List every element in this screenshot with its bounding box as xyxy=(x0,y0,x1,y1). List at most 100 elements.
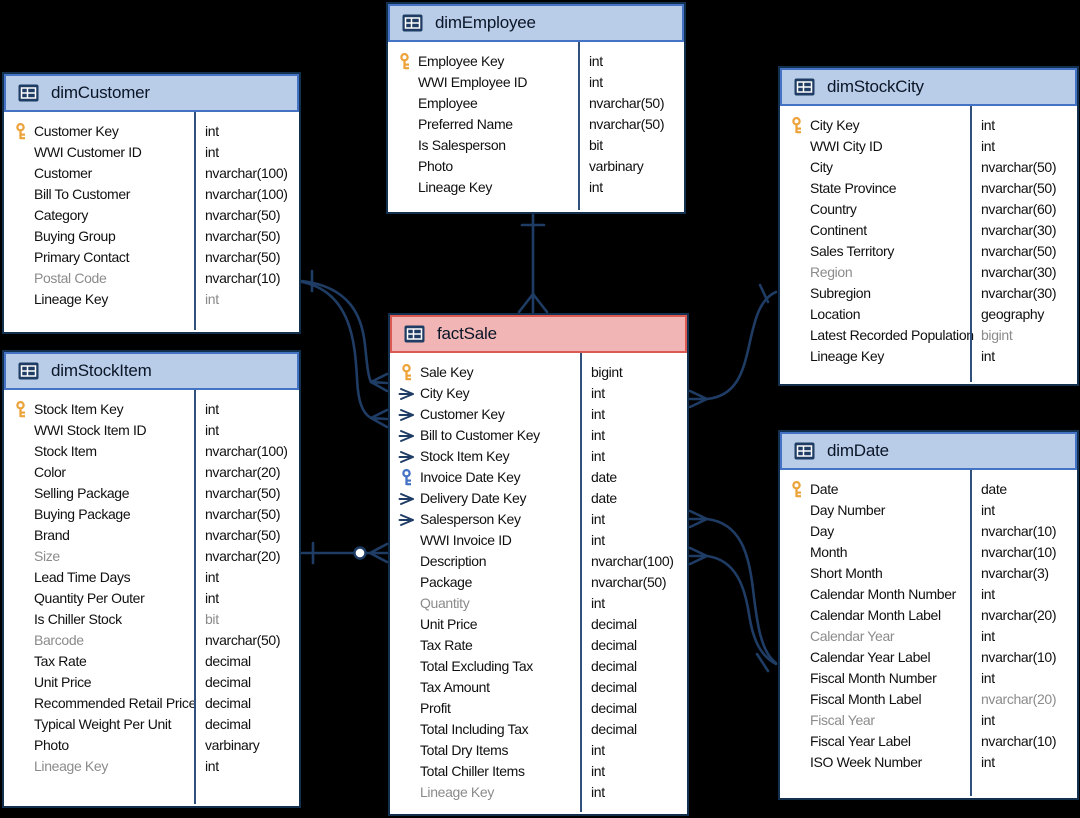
relationship-dimCustomer-factSale-bill-to-customer[interactable] xyxy=(300,280,389,429)
table-header[interactable]: dimEmployee xyxy=(388,4,684,42)
table-header[interactable]: factSale xyxy=(390,315,687,353)
relationship-dimStockItem-factSale[interactable] xyxy=(300,541,389,565)
table-header[interactable]: dimDate xyxy=(780,432,1077,470)
relationship-dimDate-factSale-invoice[interactable] xyxy=(688,509,778,665)
table-header[interactable]: dimStockCity xyxy=(780,68,1077,106)
relationship-dimStockCity-factSale[interactable] xyxy=(688,283,778,409)
relationship-dimDate-factSale-delivery[interactable] xyxy=(688,546,778,673)
relationship-dimEmployee-factSale[interactable] xyxy=(517,213,549,314)
table-header[interactable]: dimStockItem xyxy=(4,352,299,390)
table-header[interactable]: dimCustomer xyxy=(4,74,299,112)
relationship-dimCustomer-factSale-customer[interactable] xyxy=(300,269,389,393)
